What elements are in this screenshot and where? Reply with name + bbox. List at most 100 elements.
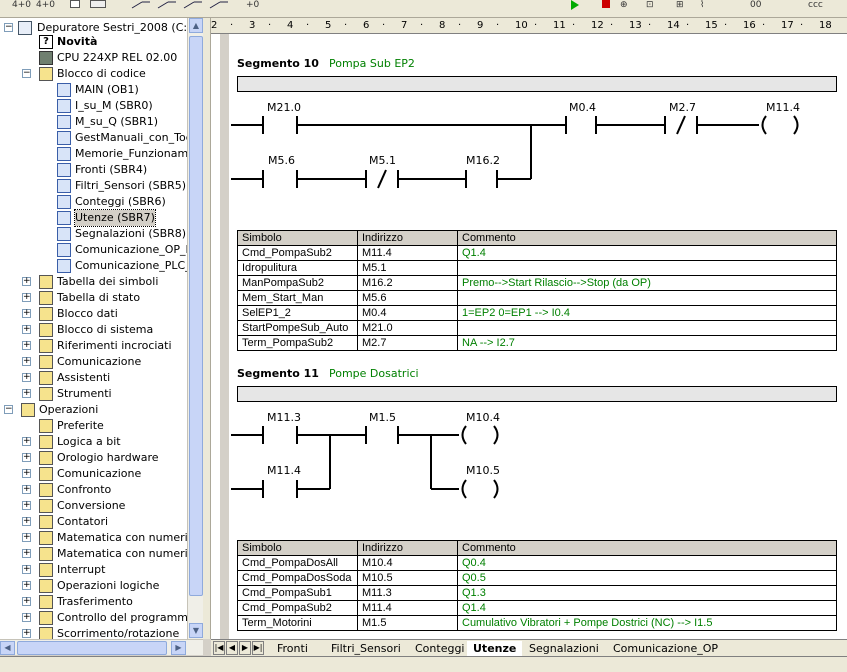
expand-icon[interactable]: +	[22, 372, 31, 382]
tree-item[interactable]: +Interrupt	[0, 562, 187, 578]
segment-11-comment-box[interactable]	[237, 386, 837, 402]
tree-item[interactable]: +Matematica con numeri rea	[0, 530, 202, 546]
expand-icon[interactable]: +	[22, 452, 31, 462]
expand-icon[interactable]: +	[22, 628, 31, 638]
splitter[interactable]	[203, 18, 211, 639]
stop-icon[interactable]	[598, 0, 618, 10]
tree-item[interactable]: Segnalazioni (SBR8)	[0, 226, 187, 242]
tree-item[interactable]: Filtri_Sensori (SBR5)	[0, 178, 187, 194]
toolbar-button-2[interactable]: 4+0	[36, 0, 55, 10]
tree-item[interactable]: +Conversione	[0, 498, 187, 514]
tab-segnalazioni[interactable]: Segnalazioni	[529, 642, 599, 655]
tree-item[interactable]: +Logica a bit	[0, 434, 187, 450]
expand-icon[interactable]: +	[22, 484, 31, 494]
expand-icon[interactable]: +	[22, 276, 31, 286]
scroll-up-arrow[interactable]: ▲	[189, 18, 203, 33]
tab-nav-button[interactable]: |◀	[213, 641, 225, 655]
toolbar-button-9[interactable]: ccc	[808, 0, 823, 10]
tree-item[interactable]: Utenze (SBR7)	[0, 209, 187, 227]
tree-item[interactable]: Conteggi (SBR6)	[0, 194, 187, 210]
tree-item[interactable]: +Operazioni logiche	[0, 578, 187, 594]
expand-icon[interactable]: +	[22, 388, 31, 398]
expand-icon[interactable]: +	[22, 580, 31, 590]
tree-item[interactable]: CPU 224XP REL 02.00	[0, 50, 187, 66]
tab-utenze[interactable]: Utenze	[467, 641, 523, 656]
tree-item[interactable]: +Tabella dei simboli	[0, 274, 187, 290]
expand-icon[interactable]: +	[22, 436, 31, 446]
tree-item[interactable]: +Confronto	[0, 482, 187, 498]
expand-icon[interactable]: +	[22, 564, 31, 574]
tree-item[interactable]: +Scorrimento/rotazione	[0, 626, 187, 639]
tree-item[interactable]: +Blocco di sistema	[0, 322, 187, 338]
tree-item[interactable]: Comunicazione_OP_Pl	[0, 242, 195, 258]
segment-10-ladder[interactable]	[211, 94, 847, 194]
tree-item[interactable]: Fronti (SBR4)	[0, 162, 187, 178]
scroll-left-arrow[interactable]: ◀	[0, 641, 15, 655]
expand-icon[interactable]: +	[22, 500, 31, 510]
expand-icon[interactable]: +	[22, 468, 31, 478]
tab-comunicazione-op[interactable]: Comunicazione_OP	[613, 642, 719, 655]
tab-nav-button[interactable]: ◀	[226, 641, 238, 655]
expand-icon[interactable]: +	[22, 340, 31, 350]
tree-item[interactable]: GestManuali_con_Tog	[0, 130, 193, 146]
tab-conteggi[interactable]: Conteggi	[415, 642, 465, 655]
expand-icon[interactable]: +	[22, 356, 31, 366]
tab-nav-button[interactable]: ▶	[239, 641, 251, 655]
scroll-down-arrow[interactable]: ▼	[189, 623, 203, 638]
tree-item[interactable]: +Strumenti	[0, 386, 187, 402]
tab-fronti[interactable]: Fronti	[277, 642, 308, 655]
expand-icon[interactable]: +	[22, 308, 31, 318]
run-icon[interactable]	[565, 0, 585, 10]
scroll-right-arrow[interactable]: ▶	[171, 641, 186, 655]
tree-item[interactable]: +Assistenti	[0, 370, 187, 386]
scroll-thumb[interactable]	[189, 36, 203, 596]
collapse-icon[interactable]: −	[22, 68, 31, 78]
tree-item[interactable]: I_su_M (SBR0)	[0, 98, 187, 114]
expand-icon[interactable]: +	[22, 292, 31, 302]
tree-item[interactable]: +Comunicazione	[0, 354, 187, 370]
toolbar-button-1[interactable]: 4+0	[12, 0, 31, 10]
collapse-icon[interactable]: −	[4, 22, 13, 32]
toolbar-table-icon[interactable]	[90, 0, 106, 8]
scroll-thumb-h[interactable]	[17, 641, 167, 655]
tree-item[interactable]: Comunicazione_PLC_C	[0, 258, 198, 274]
tree-item[interactable]: +Blocco dati	[0, 306, 187, 322]
tree-horizontal-scrollbar[interactable]: ◀ ▶	[0, 639, 203, 655]
tab-nav-button[interactable]: ▶|	[252, 641, 264, 655]
tree-item[interactable]: Memorie_Funzionamen	[0, 146, 202, 162]
tab-filtri-sensori[interactable]: Filtri_Sensori	[331, 642, 401, 655]
tree-item[interactable]: ?Novità	[0, 34, 187, 50]
toolbar-button-3[interactable]: +0	[246, 0, 260, 10]
tree-item[interactable]: +Contatori	[0, 514, 187, 530]
tree-item[interactable]: +Riferimenti incrociati	[0, 338, 187, 354]
ladder-editor[interactable]: Segmento 10 Pompa Sub EP2	[211, 34, 847, 639]
tree-item[interactable]: Preferite	[0, 418, 187, 434]
tree-item[interactable]: M_su_Q (SBR1)	[0, 114, 187, 130]
segment-11-ladder[interactable]	[211, 404, 847, 504]
toolbar-button-5[interactable]: ⊡	[646, 0, 654, 10]
expand-icon[interactable]: +	[22, 532, 31, 542]
tree-item[interactable]: −Blocco di codice	[0, 66, 187, 82]
tree-item[interactable]: +Orologio hardware	[0, 450, 187, 466]
expand-icon[interactable]: +	[22, 596, 31, 606]
expand-icon[interactable]: +	[22, 548, 31, 558]
toolbar-chart-icon[interactable]	[70, 0, 80, 8]
toolbar-button-8[interactable]: 00	[750, 0, 762, 10]
toolbar-ladder-icons[interactable]	[130, 0, 240, 10]
tree-item[interactable]: +Trasferimento	[0, 594, 187, 610]
expand-icon[interactable]: +	[22, 516, 31, 526]
tree-root[interactable]: −Depuratore Sestri_2008 (C:\Do	[0, 20, 202, 36]
toolbar-button-4[interactable]: ⊕	[620, 0, 628, 10]
tree-vertical-scrollbar[interactable]: ▲ ▼	[187, 18, 203, 639]
